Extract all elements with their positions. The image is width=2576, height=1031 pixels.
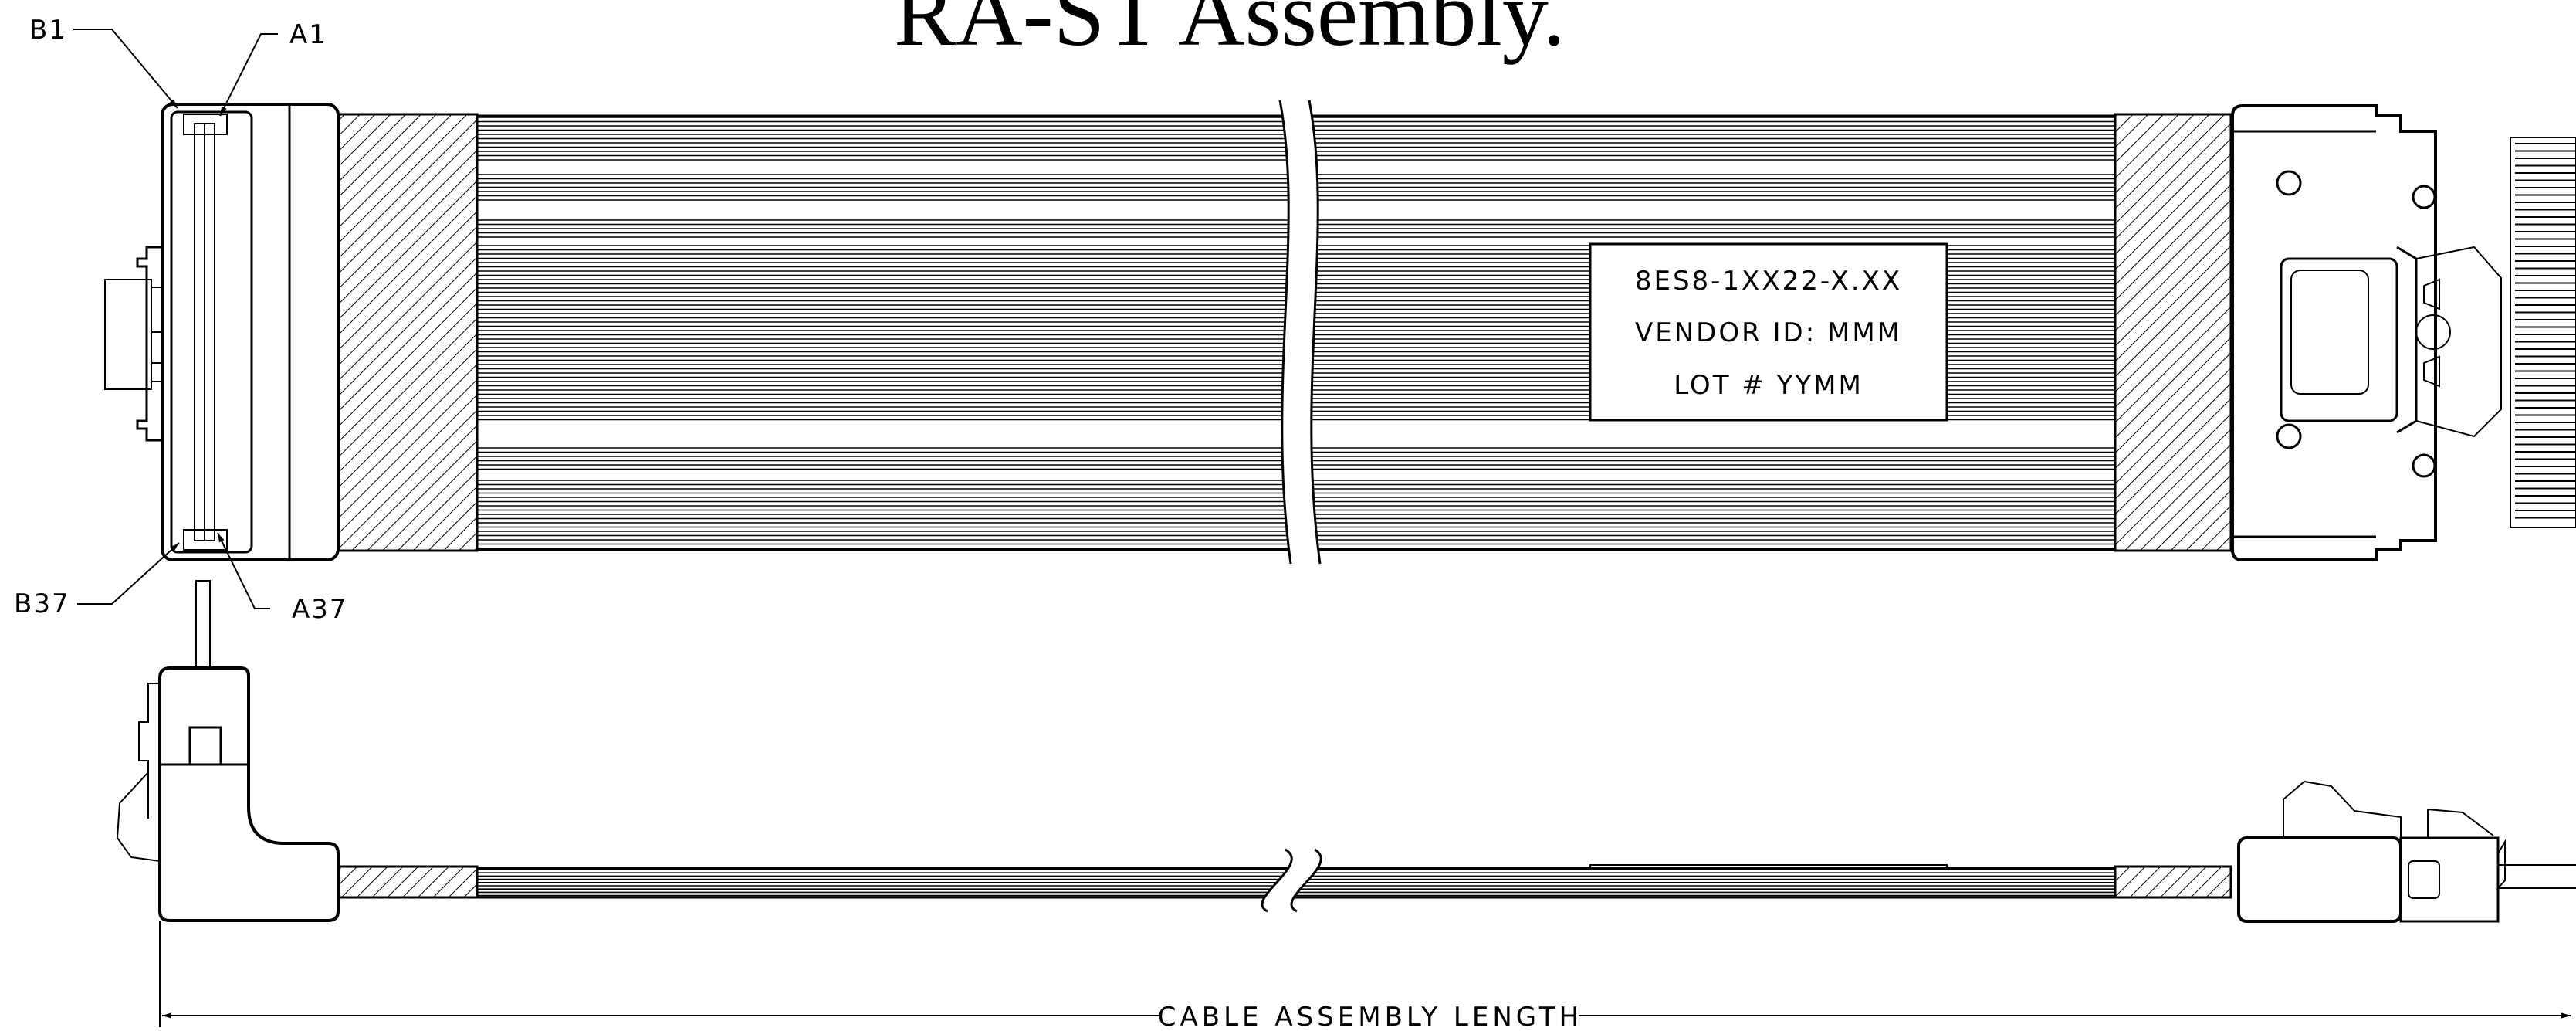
edge-card xyxy=(2510,137,2576,528)
right-connector-side xyxy=(2237,780,2576,923)
right-connector-top xyxy=(2231,104,2576,561)
callout-a37: A37 xyxy=(292,594,348,625)
pin-callouts: B1 A1 B37 A37 xyxy=(14,15,348,625)
cable-label-lot: LOT # YYMM xyxy=(1674,370,1863,401)
right-strain-relief-top xyxy=(2114,113,2232,552)
callout-a1: A1 xyxy=(289,19,327,50)
callout-b37: B37 xyxy=(14,588,70,619)
left-connector-side xyxy=(116,580,340,922)
cable-break-side xyxy=(1261,848,1322,913)
drawing-title: RA-ST Assembly. xyxy=(894,0,1566,65)
right-strain-relief-side xyxy=(2114,865,2232,899)
cable-label-vendor-id: VENDOR ID: MMM xyxy=(1635,317,1902,348)
top-view: 8ES8-1XX22-X.XX VENDOR ID: MMM LOT # YYM… xyxy=(14,15,2576,625)
dimension-label: CABLE ASSEMBLY LENGTH xyxy=(1158,1002,1582,1031)
left-connector-top xyxy=(104,103,340,561)
cable-label: 8ES8-1XX22-X.XX VENDOR ID: MMM LOT # YYM… xyxy=(1589,242,1948,422)
left-strain-relief-side xyxy=(337,865,479,899)
edge-card-contacts xyxy=(2510,137,2576,528)
length-dimension: CABLE ASSEMBLY LENGTH xyxy=(159,921,2571,1031)
callout-b1: B1 xyxy=(29,15,67,46)
cable-label-part-number: 8ES8-1XX22-X.XX xyxy=(1635,266,1902,297)
left-strain-relief-top xyxy=(337,113,479,552)
side-view xyxy=(116,580,2576,923)
cable-break-top xyxy=(1278,100,1322,565)
